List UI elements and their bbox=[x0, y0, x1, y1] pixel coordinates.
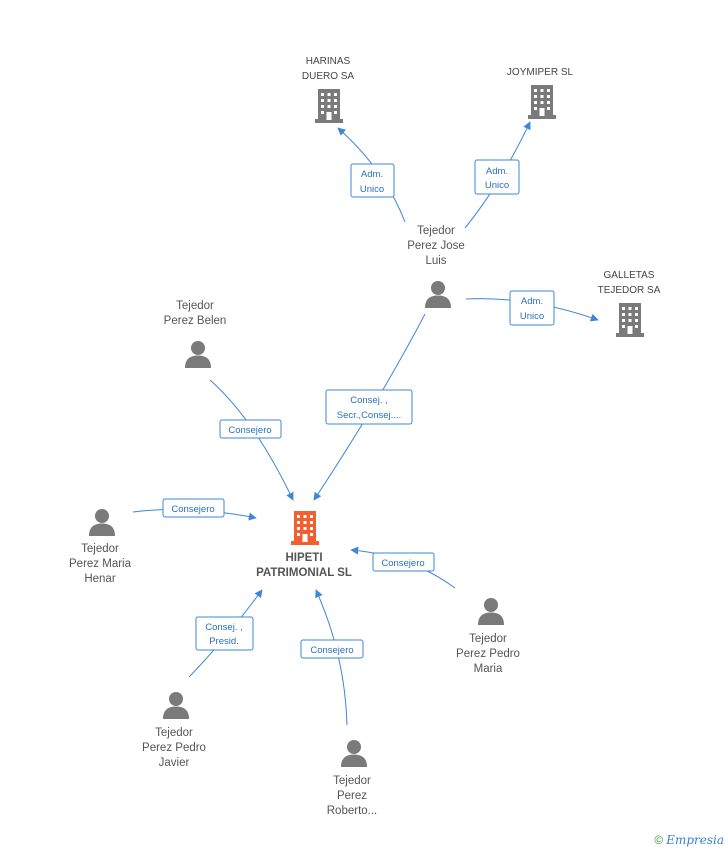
person-icon bbox=[89, 509, 115, 536]
person-node-roberto[interactable]: Tejedor Perez Roberto... bbox=[327, 740, 378, 817]
edge-label-text: Unico bbox=[520, 311, 544, 322]
person-label: Perez Pedro bbox=[456, 648, 520, 660]
person-label: Tejedor bbox=[417, 225, 455, 237]
edge-label-belen-center[interactable]: Consejero bbox=[219, 419, 282, 439]
person-label: Tejedor bbox=[155, 727, 193, 739]
person-label: Luis bbox=[425, 255, 446, 267]
edge-labels: Adm. Unico Adm. Unico Adm. Unico Consej.… bbox=[162, 159, 555, 659]
edge-label-henar-center[interactable]: Consejero bbox=[162, 498, 225, 518]
person-label: Maria bbox=[474, 663, 503, 675]
edge-label-text: Consejero bbox=[310, 645, 353, 656]
company-node-galletas[interactable]: GALLETAS TEJEDOR SA bbox=[598, 270, 661, 337]
edge-label-text: Adm. bbox=[361, 169, 383, 180]
company-node-joymiper[interactable]: JOYMIPER SL bbox=[507, 67, 574, 119]
person-icon bbox=[478, 598, 504, 625]
edge-label-roberto-center[interactable]: Consejero bbox=[300, 639, 364, 659]
center-company-label: HIPETI bbox=[285, 552, 322, 564]
footer-brand[interactable]: ©Empresia bbox=[654, 833, 724, 847]
edge-label-text: Consejero bbox=[171, 504, 214, 515]
building-icon bbox=[528, 85, 556, 119]
person-icon bbox=[341, 740, 367, 767]
person-icon bbox=[163, 692, 189, 719]
person-node-pedro-maria[interactable]: Tejedor Perez Pedro Maria bbox=[456, 598, 520, 675]
company-label: TEJEDOR SA bbox=[598, 285, 661, 296]
person-label: Tejedor bbox=[81, 543, 119, 555]
person-node-maria-henar[interactable]: Tejedor Perez Maria Henar bbox=[69, 509, 132, 585]
edge-label-text: Consej. , bbox=[205, 622, 243, 633]
edge-label-jose-center[interactable]: Consej. , Secr.,Consej.... bbox=[325, 389, 413, 425]
edge-label-text: Consej. , bbox=[350, 395, 388, 406]
company-label: GALLETAS bbox=[604, 270, 655, 281]
company-label: JOYMIPER SL bbox=[507, 67, 574, 78]
edge-label-jose-harinas[interactable]: Adm. Unico bbox=[350, 163, 395, 198]
edge-label-text: Consejero bbox=[228, 425, 271, 436]
edge-label-jose-galletas[interactable]: Adm. Unico bbox=[509, 290, 555, 326]
person-icon bbox=[185, 341, 211, 368]
person-label: Perez Maria bbox=[69, 558, 132, 570]
brand-logo: Empresia bbox=[666, 833, 724, 847]
copyright-symbol: © bbox=[654, 833, 664, 847]
edge-label-jose-joymiper[interactable]: Adm. Unico bbox=[474, 159, 520, 195]
building-icon bbox=[616, 303, 644, 337]
edge-label-javier-center[interactable]: Consej. , Presid. bbox=[195, 616, 254, 651]
company-label: DUERO SA bbox=[302, 71, 355, 82]
edge-label-text: Adm. bbox=[486, 166, 508, 177]
person-label: Javier bbox=[159, 757, 190, 769]
person-label: Tejedor bbox=[176, 300, 214, 312]
company-node-harinas[interactable]: HARINAS DUERO SA bbox=[302, 56, 355, 123]
person-label: Roberto... bbox=[327, 805, 378, 817]
edge-label-text: Unico bbox=[360, 184, 384, 195]
person-label: Tejedor bbox=[469, 633, 507, 645]
edge-label-text: Adm. bbox=[521, 296, 543, 307]
person-node-pedro-javier[interactable]: Tejedor Perez Pedro Javier bbox=[142, 692, 206, 769]
edge-label-text: Unico bbox=[485, 180, 509, 191]
center-company-node[interactable]: HIPETI PATRIMONIAL SL bbox=[256, 511, 352, 579]
person-icon bbox=[425, 281, 451, 308]
center-company-label: PATRIMONIAL SL bbox=[256, 567, 352, 579]
edge-label-text: Secr.,Consej.... bbox=[337, 410, 401, 421]
building-icon bbox=[315, 89, 343, 123]
person-label: Tejedor bbox=[333, 775, 371, 787]
person-label: Perez Belen bbox=[164, 315, 227, 327]
building-icon bbox=[291, 511, 319, 545]
person-node-belen[interactable]: Tejedor Perez Belen bbox=[164, 300, 227, 368]
edge-label-pedromaria-center[interactable]: Consejero bbox=[372, 552, 435, 572]
person-label: Perez bbox=[337, 790, 367, 802]
edge-label-text: Presid. bbox=[209, 636, 239, 647]
person-label: Perez Jose bbox=[407, 240, 465, 252]
person-node-jose-luis[interactable]: Tejedor Perez Jose Luis bbox=[407, 225, 465, 308]
company-label: HARINAS bbox=[306, 56, 351, 67]
edge-line-belen-center bbox=[209, 379, 294, 501]
person-label: Perez Pedro bbox=[142, 742, 206, 754]
person-label: Henar bbox=[84, 573, 115, 585]
edge-label-text: Consejero bbox=[381, 558, 424, 569]
